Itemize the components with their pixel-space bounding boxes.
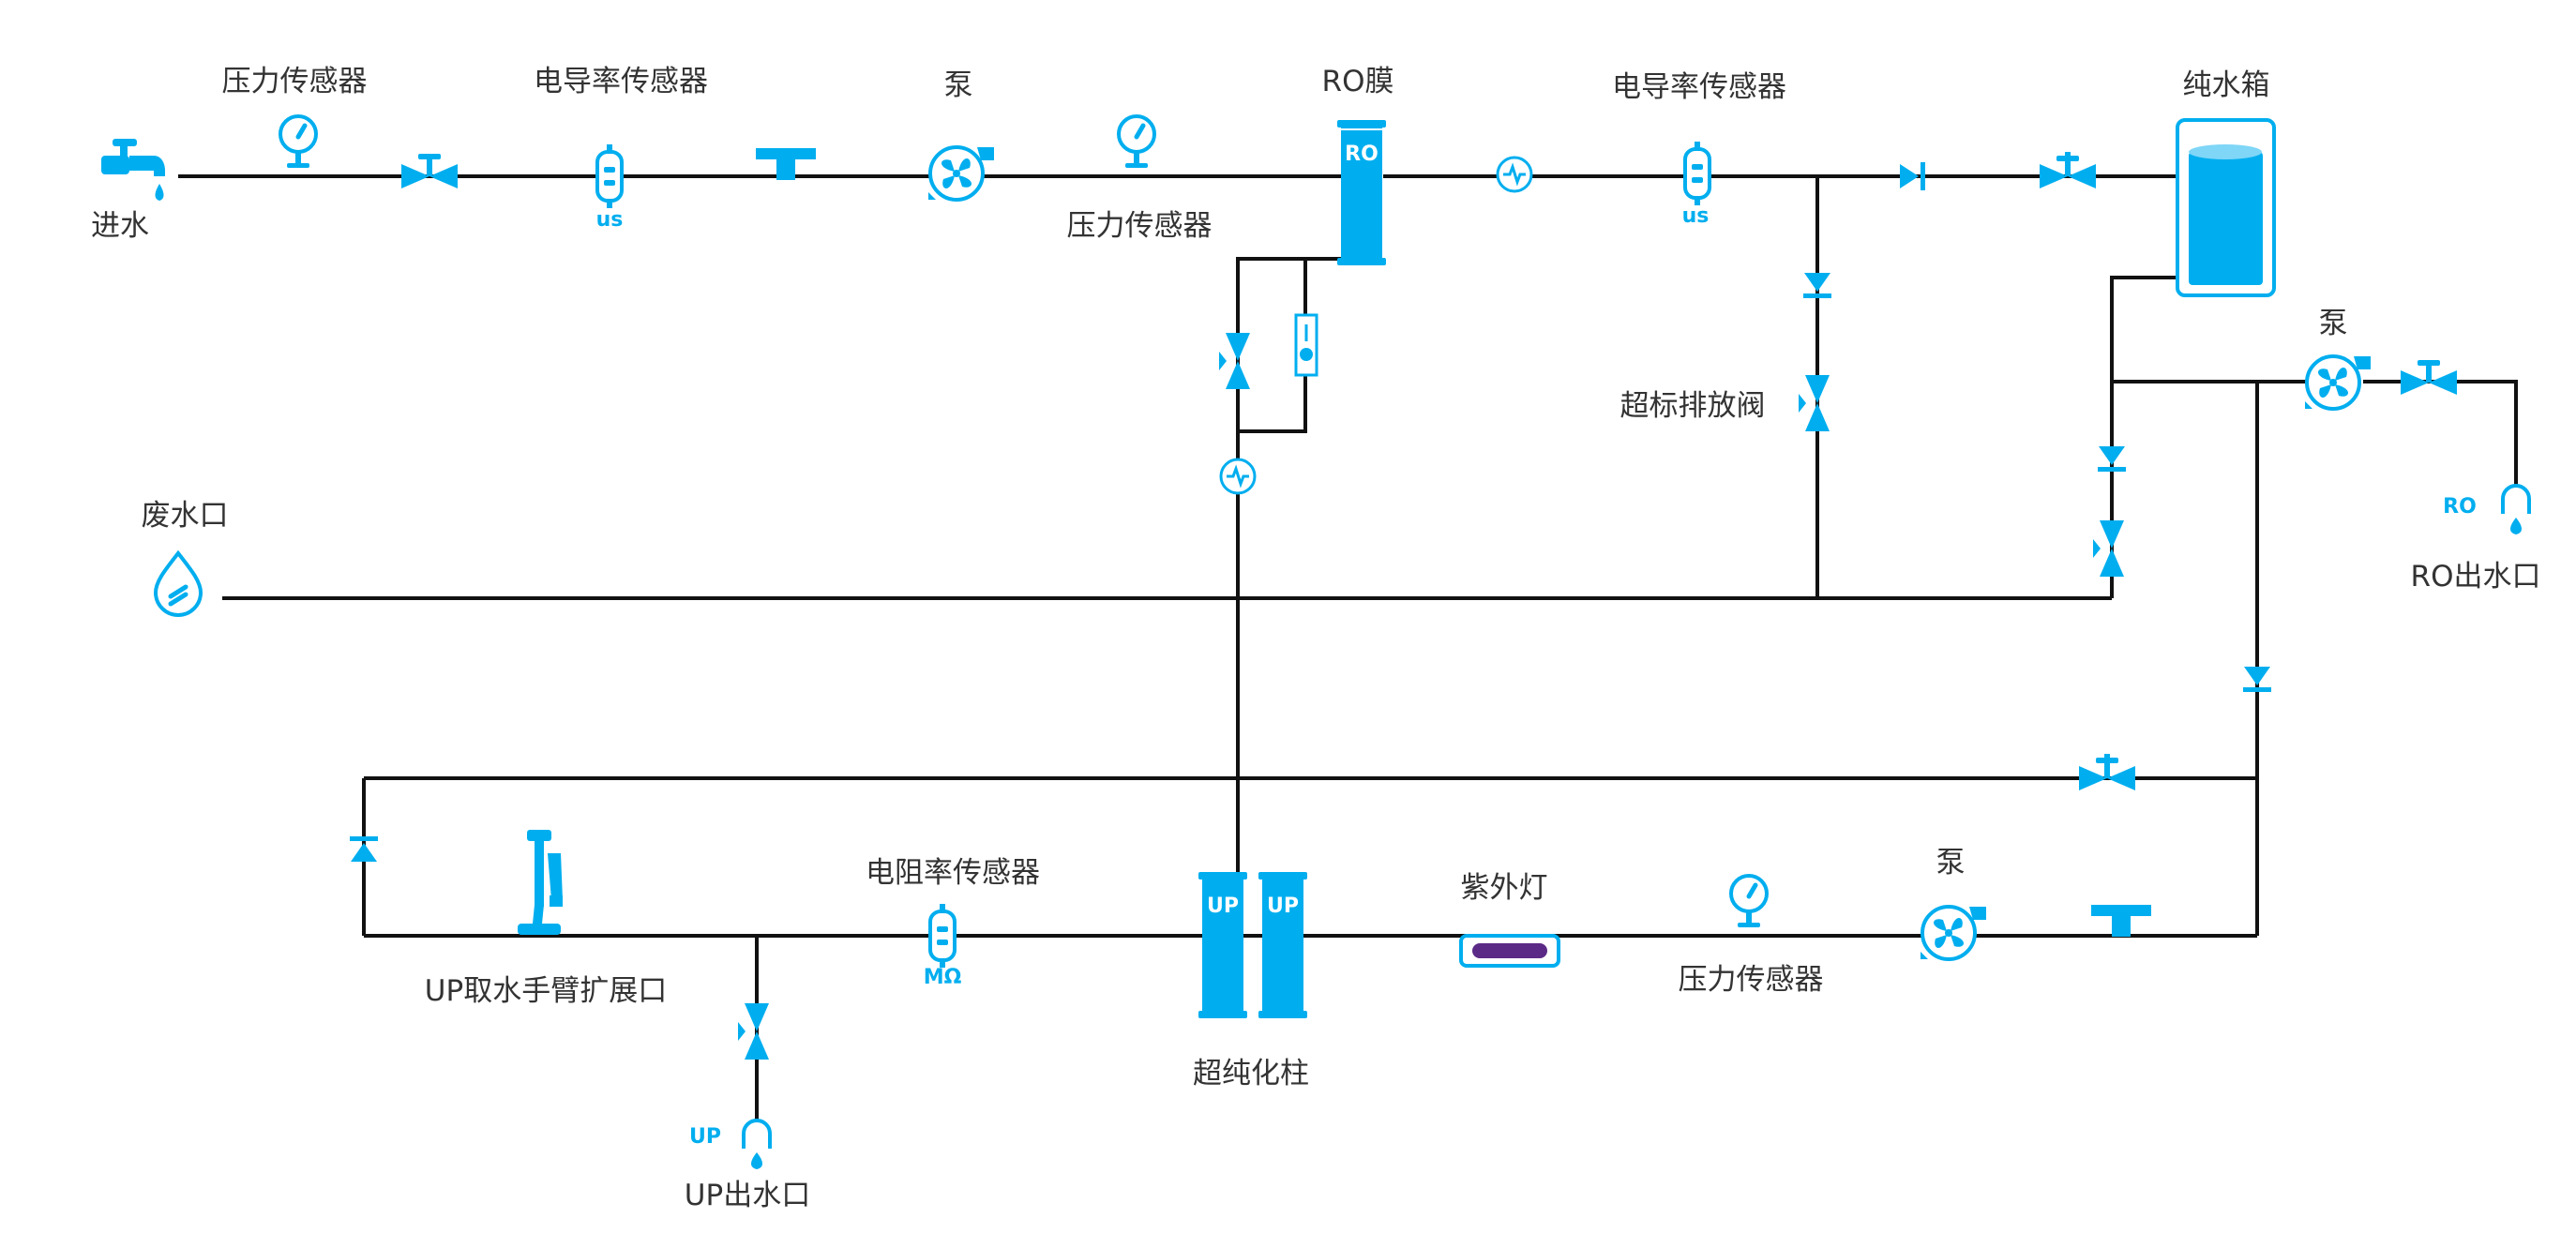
ultrapure-column-2 — [1258, 872, 1307, 1018]
conductivity-sensor-label: 电导率传感器 — [1612, 70, 1786, 104]
pressure-sensor-label: 压力传感器 — [1678, 963, 1824, 997]
concentrate-valve-icon[interactable] — [1219, 333, 1250, 389]
ultrapure-columns-label: 超纯化柱 — [1193, 1057, 1309, 1090]
up-outlet-valve-icon[interactable] — [738, 1003, 769, 1060]
check-valve-down-icon — [1803, 273, 1831, 298]
overlimit-drain-valve-icon[interactable] — [1799, 375, 1830, 431]
return-valve-icon[interactable] — [2079, 754, 2135, 790]
check-valve-up-icon — [350, 836, 378, 862]
up-column-tag-1: UP — [1207, 895, 1239, 918]
drop-icon — [153, 549, 203, 617]
up-arm-port-label: UP取水手臂扩展口 — [424, 974, 668, 1008]
pressure-gauge-icon — [280, 116, 316, 168]
uv-lamp-label: 紫外灯 — [1460, 871, 1548, 905]
ro-outlet-tag: RO — [2443, 495, 2477, 519]
resistivity-sensor-label: 电阻率传感器 — [866, 856, 1040, 890]
check-valve-down-icon — [2243, 667, 2271, 692]
pure-water-tank-label: 纯水箱 — [2182, 68, 2270, 102]
conductivity-sensor-icon — [1683, 140, 1711, 207]
pump-icon[interactable] — [926, 145, 996, 202]
pump-icon[interactable] — [1919, 905, 1988, 961]
conductivity-unit: us — [1681, 204, 1710, 228]
inlet-valve-icon[interactable] — [401, 154, 458, 188]
inlet-label: 进水 — [91, 209, 149, 243]
pump-label: 泵 — [2318, 307, 2348, 340]
check-valve-icon — [1900, 162, 1925, 190]
flow-meter-rotameter-icon — [1294, 313, 1318, 377]
flow-meter-icon — [1496, 156, 1533, 193]
membrane-icon — [1337, 120, 1386, 265]
pressure-gauge-icon — [1119, 116, 1154, 168]
outlet-icon — [2501, 484, 2531, 536]
ro-outlet-label: RO出水口 — [2410, 560, 2541, 594]
pump-icon[interactable] — [2303, 354, 2373, 411]
ro-membrane-label: RO膜 — [1321, 65, 1394, 98]
conductivity-sensor-label: 电导率传感器 — [534, 65, 708, 98]
flow-meter-icon — [1219, 458, 1257, 495]
ro-tag: RO — [1345, 143, 1378, 166]
up-outlet-tag: UP — [689, 1125, 721, 1149]
up-column-tag-2: UP — [1267, 895, 1299, 918]
conductivity-unit: us — [595, 208, 624, 232]
waste-outlet-label: 废水口 — [141, 499, 229, 533]
tank-icon — [2176, 118, 2276, 297]
tank-inlet-valve-icon[interactable] — [2040, 152, 2096, 188]
ro-outlet-valve-icon[interactable] — [2401, 360, 2457, 395]
pressure-sensor-label: 压力传感器 — [1066, 209, 1213, 243]
conductivity-sensor-icon — [595, 143, 624, 210]
up-outlet-label: UP出水口 — [684, 1179, 811, 1212]
pressure-sensor-label: 压力传感器 — [221, 65, 368, 98]
resistivity-sensor-icon — [928, 902, 957, 970]
resistivity-unit: MΩ — [923, 966, 962, 989]
ultrapure-column-1 — [1198, 872, 1247, 1018]
filter-icon — [2091, 905, 2151, 937]
tank-drain-valve-icon[interactable] — [2093, 520, 2124, 577]
outlet-icon — [742, 1119, 772, 1171]
uv-lamp-icon — [1459, 934, 1560, 968]
dispense-arm-icon — [518, 830, 563, 935]
pump-label: 泵 — [1936, 846, 1966, 880]
faucet-icon — [101, 139, 165, 201]
pressure-gauge-icon — [1731, 876, 1767, 927]
pump-label: 泵 — [943, 68, 973, 102]
overlimit-drain-valve-label: 超标排放阀 — [1619, 389, 1766, 423]
check-valve-down-icon — [2098, 446, 2126, 472]
